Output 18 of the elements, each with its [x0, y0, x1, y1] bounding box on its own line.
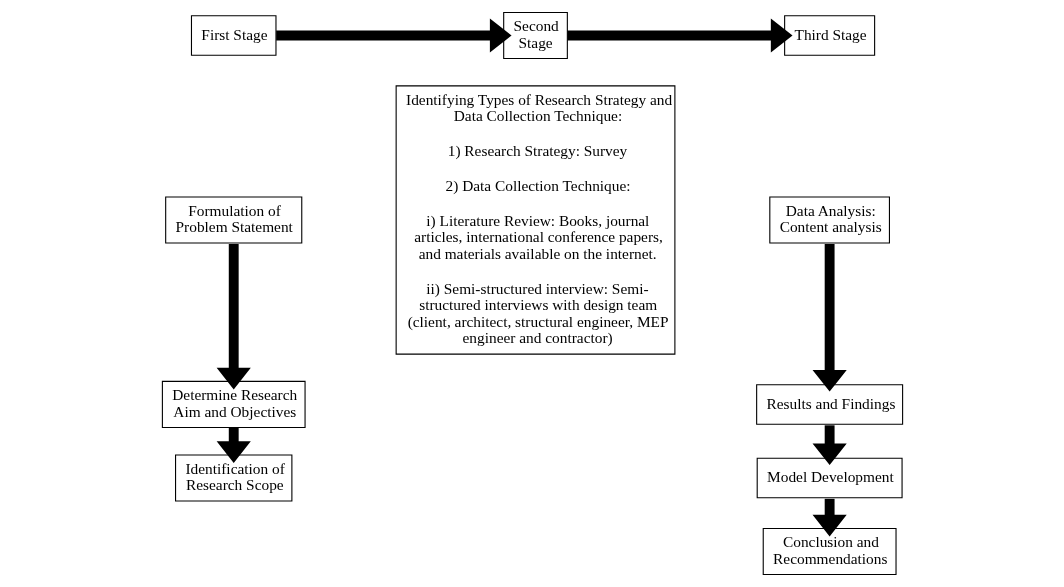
node-box: Data Analysis: Content analysis	[768, 196, 890, 244]
arrow	[566, 18, 793, 53]
node-box: Identification of Research Scope	[174, 454, 292, 502]
node-box: Determine Research Aim and Objectives	[161, 380, 306, 429]
arrow	[275, 18, 512, 53]
arrow	[216, 427, 251, 463]
node-box: Conclusion and Recommendations	[762, 527, 897, 576]
arrow	[216, 244, 251, 390]
node-box: First Stage	[190, 15, 277, 56]
node-box: Formulation of Problem Statement	[164, 196, 302, 244]
node-box: Model Development	[756, 457, 903, 499]
node-box: Third Stage	[783, 15, 875, 56]
arrow	[812, 498, 847, 537]
arrow	[812, 244, 847, 392]
node-box: Results and Findings	[755, 384, 903, 425]
arrow	[812, 425, 847, 466]
node-box: Second Stage	[502, 11, 568, 60]
node-box: Identifying Types of Research Strategy and Data Collection Technique: 1) Research Strategy: Survey 2) Data Collection Technique: i) Literature Review: Books, journal articles, international conference papers, and materials available on the internet. ii) Semi-structured interview: Semi-structured interviews with design team (client, architect, structural engineer, MEP engineer and contractor)	[395, 85, 675, 355]
